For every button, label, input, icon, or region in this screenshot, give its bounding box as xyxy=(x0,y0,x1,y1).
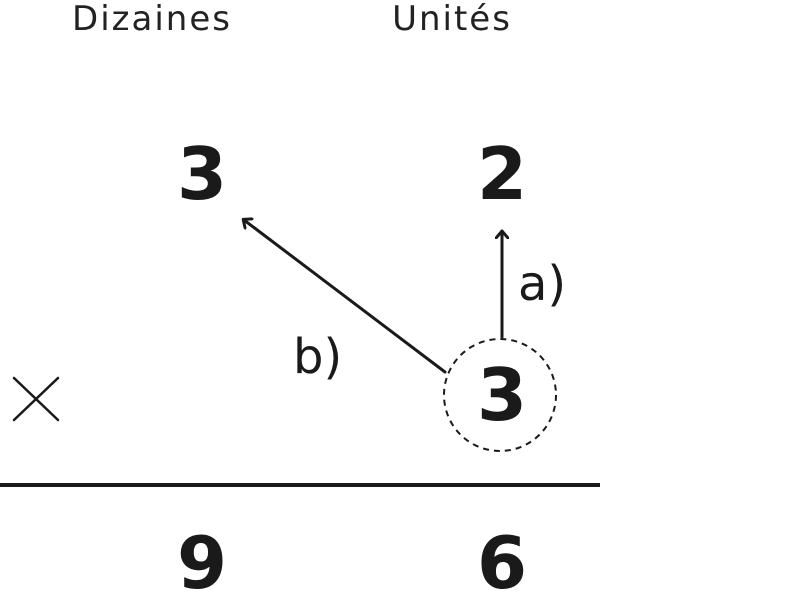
multiplier-units-digit: 3 xyxy=(477,353,527,437)
multiplier-highlight-circle xyxy=(443,338,557,452)
multiplicand-units-digit: 2 xyxy=(477,132,527,216)
multiply-sign-stroke-2 xyxy=(12,376,60,422)
step-a-label: a) xyxy=(518,256,566,312)
multiplicand-tens-digit: 3 xyxy=(177,132,227,216)
header-units: Unités xyxy=(392,0,512,39)
header-tens: Dizaines xyxy=(72,0,232,39)
step-b-label: b) xyxy=(293,329,342,385)
result-units-digit: 6 xyxy=(477,521,527,594)
result-tens-digit: 9 xyxy=(177,521,227,594)
arrow-step-b xyxy=(244,220,447,374)
